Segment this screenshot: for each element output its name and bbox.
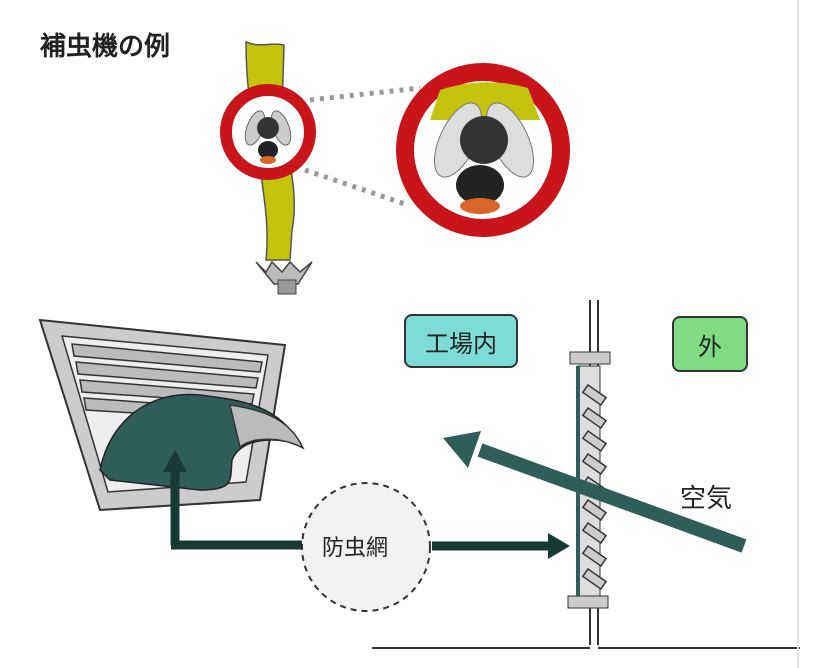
zoom-line-top [309, 85, 421, 103]
label-outside: 外 [672, 316, 748, 372]
air-vent [38, 318, 305, 512]
arrowhead-up [163, 450, 187, 472]
arrowhead-right [548, 533, 570, 559]
fly-icon-large [434, 102, 534, 214]
air-flow-arrow [477, 443, 747, 553]
label-inside-factory: 工場内 [404, 314, 518, 368]
label-air: 空気 [680, 484, 733, 514]
insect-net-callout [301, 482, 431, 612]
fly-icon-small [244, 110, 292, 164]
air-flow-arrowhead [443, 431, 481, 468]
diagram-title: 補虫機の例 [40, 32, 171, 62]
label-insect-net: 防虫網 [322, 536, 389, 561]
louvers [581, 383, 608, 591]
zoom-line-bottom [304, 167, 409, 208]
strip-cap [277, 279, 297, 295]
